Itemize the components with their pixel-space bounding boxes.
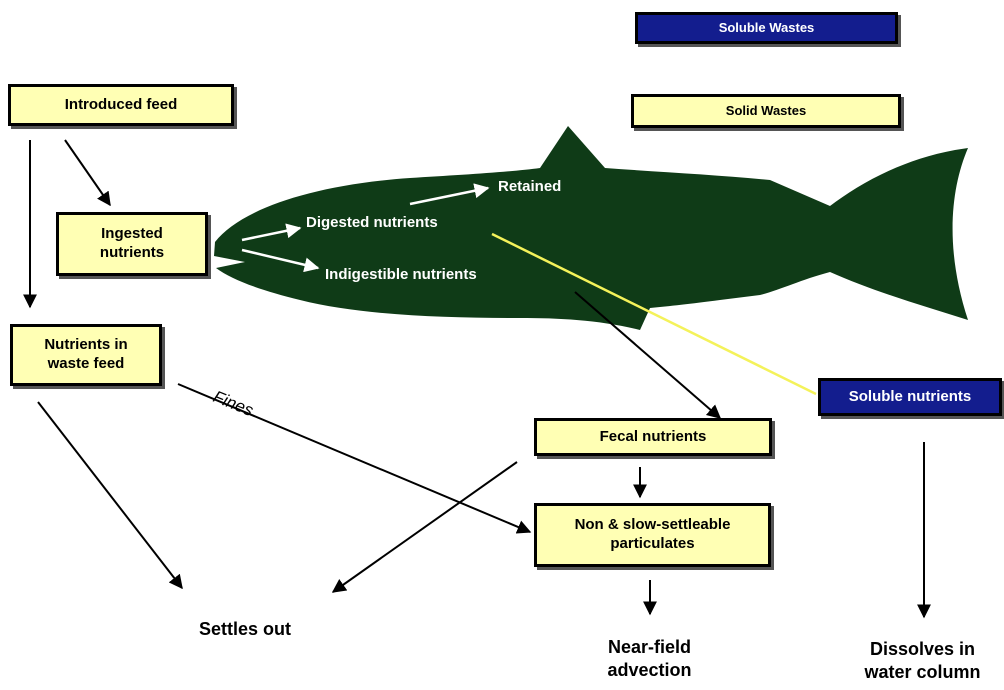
link-digested-to-soluble xyxy=(491,232,817,396)
arrow-digested-to-retained xyxy=(409,183,490,206)
fecal-nutrients-box: Fecal nutrients xyxy=(534,418,772,456)
legend-solid-wastes: Solid Wastes xyxy=(631,94,901,128)
fish-silhouette xyxy=(214,126,968,330)
near-field-advection-label: Near-field advection xyxy=(607,637,692,681)
soluble-nutrients-box: Soluble nutrients xyxy=(818,378,1002,416)
introduced-feed-box: Introduced feed xyxy=(8,84,234,126)
particulates-box: Non & slow-settleable particulates xyxy=(534,503,771,567)
dissolves-label: Dissolves in water column xyxy=(864,639,981,683)
arrow-mouth-to-digested xyxy=(241,223,302,242)
arrow-mouth-to-indigestible xyxy=(241,248,320,273)
retained-label: Retained xyxy=(498,178,562,195)
arrow-fecal-to-settles xyxy=(331,461,518,593)
settles-out-label: Settles out xyxy=(198,619,291,639)
digested-nutrients-label: Digested nutrients xyxy=(306,214,438,231)
arrow-indigestible-to-fecal xyxy=(574,291,722,419)
indigestible-nutrients-label: Indigestible nutrients xyxy=(325,266,477,283)
arrow-waste-to-particulates xyxy=(177,383,532,534)
arrow-feed-to-ingested xyxy=(64,139,111,207)
ingested-nutrients-box: Ingested nutrients xyxy=(56,212,208,276)
arrow-waste-to-settles xyxy=(37,401,183,590)
legend-soluble-wastes: Soluble Wastes xyxy=(635,12,898,44)
waste-feed-nutrients-box: Nutrients in waste feed xyxy=(10,324,162,386)
